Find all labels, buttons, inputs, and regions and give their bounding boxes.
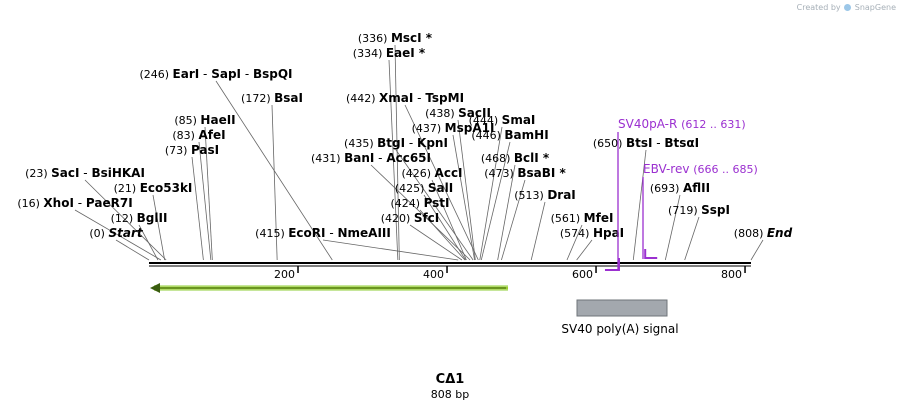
enzyme-label-btgi: (435) BtgI - KpnI bbox=[344, 136, 448, 150]
tick-label-400: 400 bbox=[423, 268, 444, 281]
enzyme-label-mspa1i: (437) MspA1I bbox=[412, 121, 495, 135]
feature-box-sv40-poly-a-signal bbox=[576, 299, 668, 317]
enzyme-connector-bsabi bbox=[501, 179, 526, 261]
enzyme-connector-end bbox=[750, 239, 764, 261]
tick-label-200: 200 bbox=[274, 268, 295, 281]
enzyme-connector-bglii bbox=[138, 224, 159, 261]
enzyme-label-afei: (83) AfeI bbox=[172, 128, 225, 142]
enzyme-connector-acci bbox=[431, 179, 467, 261]
enzyme-label-bani: (431) BanI - Acc65I bbox=[311, 151, 431, 165]
enzyme-connector-haeii bbox=[204, 126, 213, 261]
primer-label-ebv-rev: EBV-rev (666 .. 685) bbox=[643, 162, 758, 176]
enzyme-connector-pasi bbox=[191, 156, 204, 261]
enzyme-connector-sacii bbox=[457, 119, 476, 261]
enzyme-label-pasi: (73) PasI bbox=[165, 143, 219, 157]
primer-arrow-sv40pa-r bbox=[604, 258, 620, 271]
primer-label-sv40pa-r: SV40pA-R (612 .. 631) bbox=[618, 117, 746, 131]
enzyme-connector-xmai bbox=[404, 104, 479, 261]
enzyme-connector-start bbox=[115, 239, 150, 261]
enzyme-connector-btgi bbox=[395, 149, 474, 261]
enzyme-connector-psti bbox=[419, 209, 466, 261]
snapgene-watermark: Created by SnapGene bbox=[797, 3, 896, 12]
enzyme-label-haeii: (85) HaeII bbox=[174, 113, 235, 127]
map-name: CΔ1 bbox=[435, 372, 465, 387]
enzyme-connector-sfci bbox=[409, 224, 463, 261]
enzyme-connector-btsi bbox=[632, 149, 647, 261]
enzyme-connector-ecori bbox=[322, 239, 459, 261]
enzyme-connector-drai bbox=[530, 201, 546, 261]
enzyme-connector-aflii bbox=[664, 194, 681, 261]
enzyme-label-sacii: (438) SacII bbox=[425, 106, 491, 120]
feature-label-sv40-poly-a-signal: SV40 poly(A) signal bbox=[561, 322, 678, 336]
enzyme-connector-sspi bbox=[684, 216, 700, 261]
enzyme-label-sali: (425) SalI bbox=[395, 181, 453, 195]
enzyme-connector-bani bbox=[370, 164, 471, 261]
snapgene-logo-icon bbox=[844, 4, 852, 11]
enzyme-label-start: (0) Start bbox=[89, 226, 143, 240]
enzyme-label-psti: (424) PstI bbox=[390, 196, 449, 210]
primer-arrow-ebv-rev bbox=[644, 249, 658, 259]
enzyme-connector-bsai bbox=[271, 104, 278, 261]
enzyme-connector-saci bbox=[84, 179, 167, 261]
map-length: 808 bp bbox=[430, 388, 470, 401]
enzyme-label-eco53ki: (21) Eco53kI bbox=[114, 181, 193, 195]
enzyme-connector-bcli bbox=[497, 164, 516, 261]
enzyme-label-xhoi: (16) XhoI - PaeR7I bbox=[17, 196, 132, 210]
enzyme-label-eaei: (334) EaeI * bbox=[353, 46, 426, 60]
enzyme-label-acci: (426) AccI bbox=[401, 166, 462, 180]
enzyme-connector-smai bbox=[479, 126, 503, 261]
watermark-prefix: Created by bbox=[796, 3, 841, 12]
enzyme-connector-xhoi bbox=[74, 209, 162, 261]
enzyme-label-sfci: (420) SfcI bbox=[381, 211, 440, 225]
enzyme-label-bsai: (172) BsaI bbox=[241, 91, 303, 105]
enzyme-label-msci: (336) MscI * bbox=[358, 31, 433, 45]
enzyme-label-mfei: (561) MfeI bbox=[551, 211, 614, 225]
enzyme-label-ecori: (415) EcoRI - NmeAIII bbox=[255, 226, 391, 240]
enzyme-label-bsabi: (473) BsaBI * bbox=[484, 166, 566, 180]
enzyme-connector-mspa1i bbox=[452, 134, 475, 261]
enzyme-connector-mfei bbox=[566, 224, 583, 261]
enzyme-connector-hpai bbox=[576, 239, 593, 261]
watermark-brand: SnapGene bbox=[854, 3, 896, 12]
orf-arrow-head bbox=[150, 283, 160, 293]
enzyme-label-xmai: (442) XmaI - TspMI bbox=[346, 91, 464, 105]
enzyme-label-aflii: (693) AflII bbox=[650, 181, 710, 195]
enzyme-label-eari: (246) EarI - SapI - BspQI bbox=[139, 67, 292, 81]
enzyme-label-bamhi: (446) BamHI bbox=[471, 128, 548, 142]
enzyme-connector-bamhi bbox=[480, 141, 511, 261]
enzyme-connector-eaei bbox=[388, 59, 399, 261]
enzyme-label-smai: (444) SmaI bbox=[469, 113, 536, 127]
enzyme-label-sspi: (719) SspI bbox=[668, 203, 730, 217]
enzyme-connector-afei bbox=[198, 141, 212, 261]
enzyme-label-btsi: (650) BtsI - BtsαI bbox=[593, 136, 699, 150]
enzyme-label-end: (808) End bbox=[734, 226, 793, 240]
enzyme-label-bcli: (468) BclI * bbox=[481, 151, 550, 165]
enzyme-label-saci: (23) SacI - BsiHKAI bbox=[25, 166, 145, 180]
enzyme-connector-sali bbox=[423, 194, 466, 261]
enzyme-label-bglii: (12) BglII bbox=[111, 211, 168, 225]
enzyme-label-hpai: (574) HpaI bbox=[560, 226, 624, 240]
tick-label-600: 600 bbox=[572, 268, 593, 281]
enzyme-connector-eco53ki bbox=[152, 194, 166, 261]
tick-label-800: 800 bbox=[721, 268, 742, 281]
enzyme-connector-msci bbox=[394, 44, 400, 261]
map-title-block: CΔ1 808 bp bbox=[0, 372, 900, 401]
enzyme-label-drai: (513) DraI bbox=[514, 188, 576, 202]
